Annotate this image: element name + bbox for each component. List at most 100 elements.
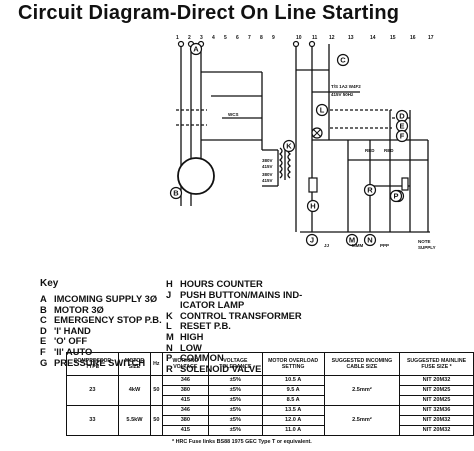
relay-note: WCS bbox=[228, 112, 239, 117]
svg-text:PPP: PPP bbox=[380, 243, 389, 248]
svg-text:B: B bbox=[173, 189, 179, 198]
label-j: J bbox=[305, 233, 319, 247]
table-cell: 11.0 A bbox=[261, 425, 325, 436]
column-number: 8 bbox=[260, 35, 263, 41]
table-header: MOTOR OVERLOAD SETTING bbox=[261, 352, 325, 376]
column-number: 14 bbox=[370, 35, 376, 41]
svg-text:P: P bbox=[393, 192, 398, 201]
coil-note-right: 380V bbox=[262, 172, 273, 177]
column-number: 9 bbox=[272, 35, 275, 41]
table-header: COMPRESSOR TYPE bbox=[66, 352, 119, 376]
key-code: B bbox=[40, 303, 47, 315]
table-cell: ±5% bbox=[208, 395, 263, 406]
key-text: HIGH bbox=[180, 330, 204, 342]
table-row: 415±5%11.0 A NIT 20M32 bbox=[67, 425, 474, 436]
table-cell: 346 bbox=[161, 375, 210, 386]
column-number: 15 bbox=[390, 35, 396, 41]
svg-text:A: A bbox=[193, 45, 199, 54]
table-cell: NIT 20M25 bbox=[399, 395, 474, 406]
table-cell: 415 bbox=[161, 395, 210, 406]
svg-text:E: E bbox=[399, 122, 404, 131]
column-number: 4 bbox=[212, 35, 215, 41]
svg-text:K: K bbox=[286, 142, 292, 151]
table-cell: 380 bbox=[161, 415, 210, 426]
label-d: D bbox=[395, 109, 409, 123]
svg-text:L: L bbox=[320, 106, 325, 115]
table-cell: 23 bbox=[66, 375, 119, 406]
column-number: 6 bbox=[236, 35, 239, 41]
table-header: SUGGESTED MAINLINE FUSE SIZE * bbox=[399, 352, 474, 376]
svg-text:N: N bbox=[367, 236, 372, 245]
label-e: E bbox=[395, 119, 409, 133]
svg-text:NOTE: NOTE bbox=[418, 239, 431, 244]
svg-text:JJ: JJ bbox=[324, 243, 330, 248]
label-k: K bbox=[282, 139, 296, 153]
table-cell: 2.5mm² bbox=[323, 405, 401, 436]
table-cell: ±5% bbox=[208, 425, 263, 436]
table-cell: 33 bbox=[66, 405, 119, 436]
table-cell: 50 bbox=[150, 375, 163, 406]
table-cell: ±5% bbox=[208, 375, 263, 386]
column-number: 5 bbox=[224, 35, 227, 41]
label-l: L bbox=[315, 103, 329, 117]
table-cell: ±5% bbox=[208, 405, 263, 416]
label-m: M bbox=[345, 233, 359, 247]
table-cell: NIT 20M32 bbox=[399, 425, 474, 436]
key-code: H bbox=[166, 278, 173, 289]
svg-text:RED: RED bbox=[365, 148, 375, 153]
table-footnote: * HRC Fuse links BS88 1975 GEC Type T or… bbox=[172, 439, 312, 445]
table-cell: 2.5mm² bbox=[323, 375, 401, 406]
svg-text:J: J bbox=[310, 236, 314, 245]
table-cell: ±5% bbox=[208, 385, 263, 396]
key-text: IMCOMING SUPPLY 3Ø bbox=[54, 293, 158, 304]
coil-note-left: 380V bbox=[262, 158, 273, 163]
key-item: E'O' OFF bbox=[40, 336, 162, 347]
label-n: N bbox=[363, 233, 377, 247]
key-text: 'I' HAND bbox=[54, 324, 91, 336]
column-number: 16 bbox=[410, 35, 416, 41]
svg-text:415V: 415V bbox=[262, 164, 273, 169]
svg-text:SUPPLY: SUPPLY bbox=[418, 245, 436, 250]
motor-symbol bbox=[177, 157, 215, 195]
svg-text:H: H bbox=[310, 202, 315, 211]
table-cell: 8.5 A bbox=[261, 395, 325, 406]
svg-text:415V: 415V bbox=[262, 178, 273, 183]
column-number: 13 bbox=[348, 35, 354, 41]
table-cell: NIT 32M36 bbox=[399, 405, 474, 416]
svg-text:RED: RED bbox=[384, 148, 394, 153]
ts-note: T/S 1A2 W4F2 bbox=[331, 84, 361, 89]
table-header: Hz bbox=[150, 352, 163, 376]
key-code: L bbox=[166, 320, 172, 332]
key-text: CONTROL TRANSFORMER bbox=[180, 309, 302, 321]
table-cell: 12.0 A bbox=[261, 415, 325, 426]
table-cell: 10.5 A bbox=[261, 375, 325, 386]
table-cell: 50 bbox=[150, 405, 163, 436]
key-code: C bbox=[40, 314, 47, 326]
column-number: 1 bbox=[176, 35, 179, 41]
svg-text:MMM: MMM bbox=[352, 243, 363, 248]
label-r: R bbox=[363, 183, 377, 197]
svg-text:R: R bbox=[367, 186, 373, 195]
key-item: F'II' AUTO bbox=[40, 346, 162, 358]
column-number: 17 bbox=[428, 35, 434, 41]
column-number: 7 bbox=[248, 35, 251, 41]
transformer-primary bbox=[278, 147, 283, 179]
column-number: 12 bbox=[329, 35, 335, 41]
key-code: E bbox=[40, 335, 47, 347]
key-heading: Key bbox=[40, 278, 59, 289]
key-text: ICATOR LAMP bbox=[180, 299, 245, 311]
table-cell: NIT 20M32 bbox=[399, 375, 474, 386]
table-cell: 4kW bbox=[117, 375, 152, 406]
key-code: G bbox=[40, 356, 48, 368]
table-header: WORKING VOLTAGE bbox=[161, 352, 210, 376]
table-cell: 415 bbox=[161, 425, 210, 436]
key-code: N bbox=[166, 341, 173, 353]
